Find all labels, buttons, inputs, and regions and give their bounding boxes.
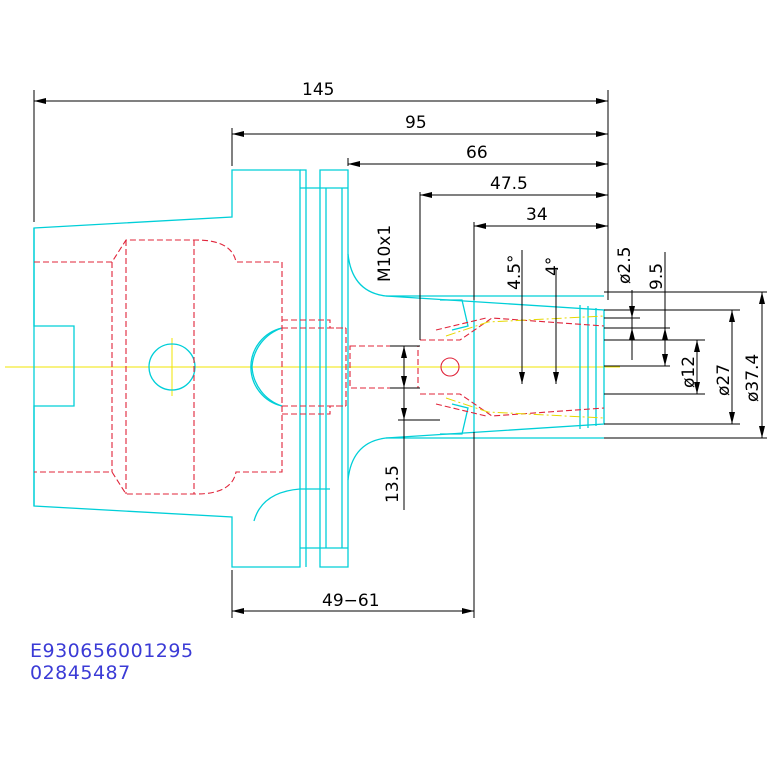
dim-height: 9.5 — [647, 263, 667, 290]
part-code-line-1: E930656001295 — [30, 640, 194, 662]
dimension-lines — [33, 90, 767, 618]
part-code-line-2: 02845487 — [30, 662, 131, 684]
dim-depth: 13.5 — [383, 465, 403, 503]
dim-dia-12: ø12 — [679, 356, 699, 388]
dim-dia-37-4: ø37.4 — [743, 354, 763, 402]
dim-thread: M10x1 — [375, 225, 395, 282]
dim-angle-inner: 4° — [543, 257, 563, 276]
dim-collet-length: 47.5 — [490, 174, 528, 194]
hidden-features — [34, 239, 605, 495]
dim-body-length: 66 — [466, 143, 488, 163]
dim-angle-outer: 4.5° — [505, 254, 525, 290]
dim-overall-length: 145 — [302, 80, 334, 100]
arrowheads — [34, 98, 765, 614]
dim-gauge-range: 49−61 — [322, 591, 380, 611]
dim-flange-to-end: 95 — [405, 113, 427, 133]
dim-dia-27: ø27 — [714, 364, 734, 396]
dim-dia-small: ø2.5 — [615, 247, 635, 284]
part-codes: E930656001295 02845487 — [30, 640, 194, 684]
collet-contour — [445, 315, 605, 419]
dim-nut-length: 34 — [526, 205, 548, 225]
shank-outline — [33, 169, 605, 568]
